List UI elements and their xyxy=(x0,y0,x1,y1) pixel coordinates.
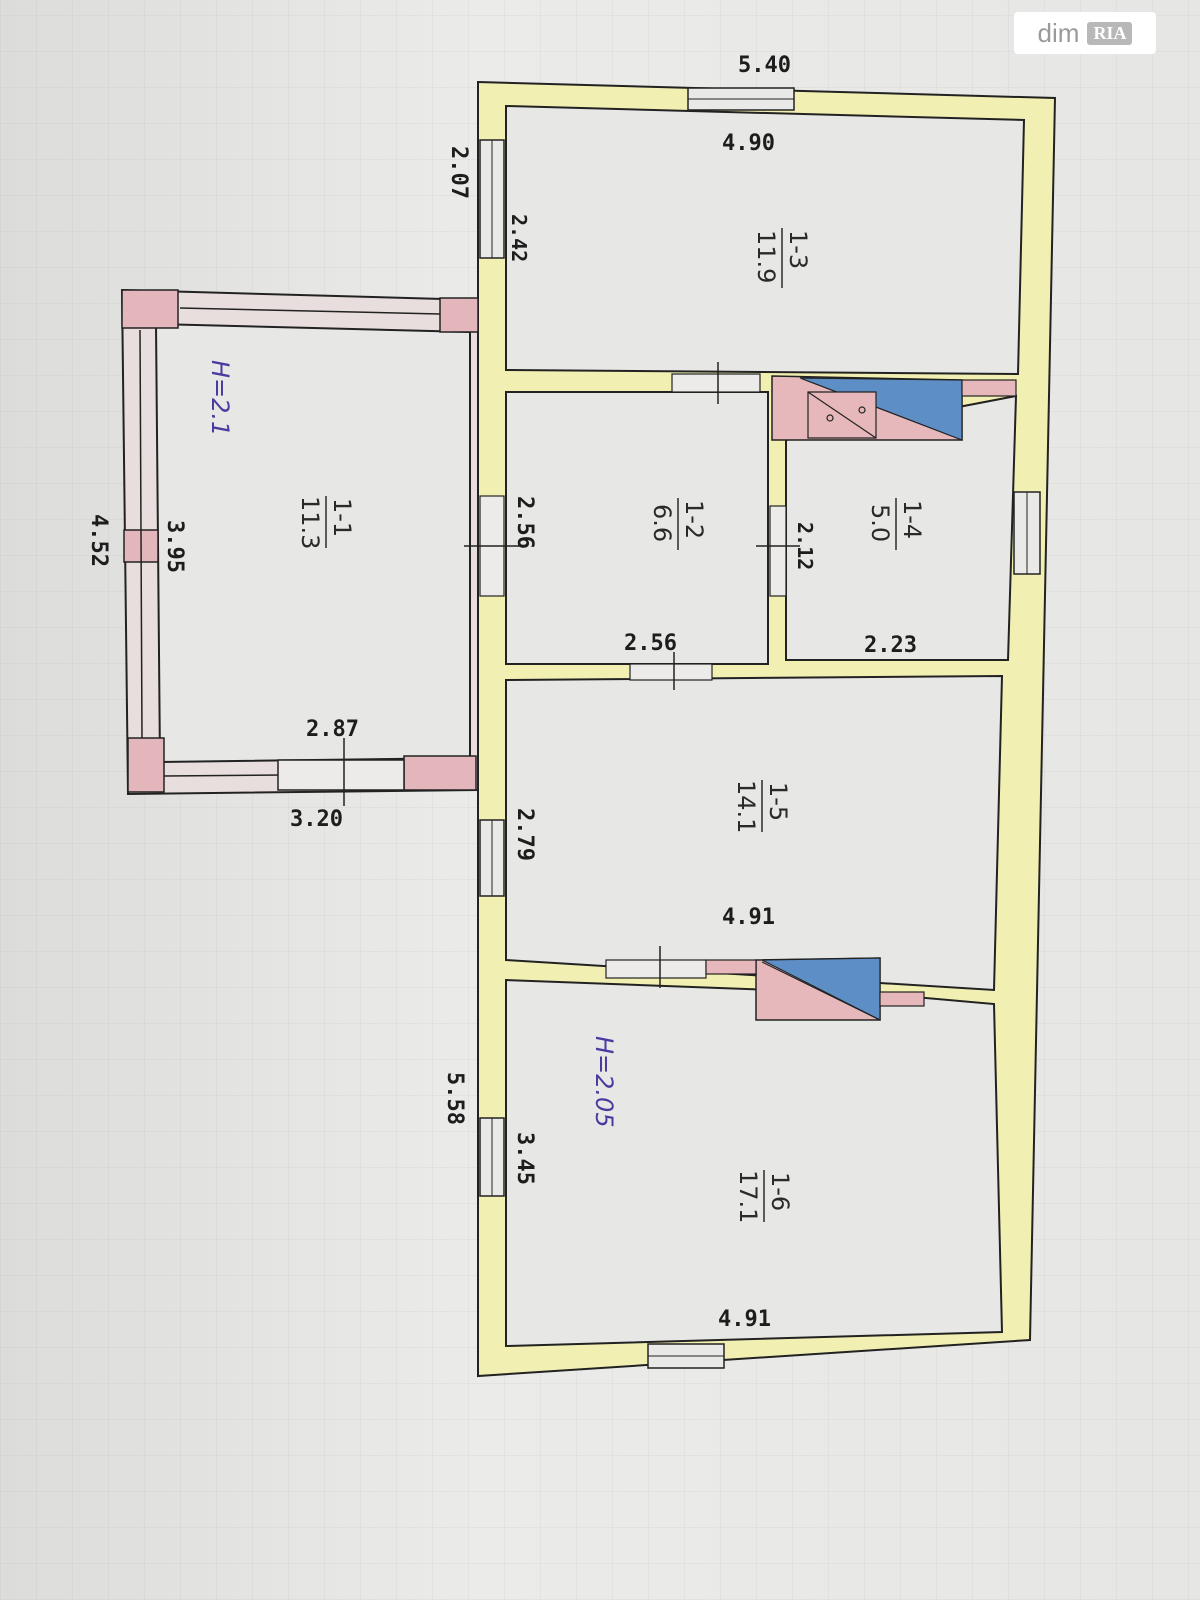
room-1-6-number: 1-6 xyxy=(766,1172,794,1211)
room-label-1-4: 1-4 5.0 xyxy=(866,498,926,550)
height-house: H=2.05 xyxy=(590,1036,618,1128)
dim-room6-bottom: 4.91 xyxy=(718,1307,771,1332)
room-1-1-area: 11.3 xyxy=(296,496,324,549)
room-1-5-number: 1-5 xyxy=(764,782,792,821)
dim-top-outer: 5.40 xyxy=(738,53,791,78)
stove-bottom-blue xyxy=(761,957,881,1021)
room-label-1-2: 1-2 6.6 xyxy=(648,498,708,550)
height-veranda: H=2.1 xyxy=(206,360,234,436)
veranda-glazing-left xyxy=(139,329,143,739)
dim-room4-side: 2.12 xyxy=(793,522,817,570)
stove-top-burner-2 xyxy=(826,414,834,422)
room-1-4-number: 1-4 xyxy=(898,500,926,539)
veranda-post-bottom-left xyxy=(127,737,165,793)
stove-top-chimney xyxy=(961,379,1017,397)
veranda-post-top-right xyxy=(439,297,479,333)
watermark-badge: RIA xyxy=(1087,21,1133,45)
dim-room2-bottom: 2.56 xyxy=(624,631,677,656)
stove-bottom xyxy=(705,957,925,1021)
door-1-5-to-1-6 xyxy=(605,959,707,979)
room-1-3-number: 1-3 xyxy=(784,230,812,269)
door-1-2-to-1-3 xyxy=(671,373,761,393)
room-label-1-5: 1-5 14.1 xyxy=(732,780,792,833)
doors xyxy=(343,362,800,988)
room-1-3-area: 11.9 xyxy=(752,230,780,283)
stove-bottom-flue-right xyxy=(879,991,925,1007)
room-1-2-area: 6.6 xyxy=(648,504,676,542)
room-1-5-floor xyxy=(505,674,1004,992)
dim-veranda-outer: 4.52 xyxy=(86,514,111,567)
room-1-6-area: 17.1 xyxy=(734,1170,762,1223)
dim-room5-side: 2.79 xyxy=(512,808,537,861)
room-1-6-floor xyxy=(505,978,1004,1348)
veranda-post-top-left xyxy=(121,289,179,329)
dimria-watermark: dim RIA xyxy=(1014,12,1156,54)
room-label-1-1: 1-1 11.3 xyxy=(296,496,356,549)
dim-room3-top: 4.90 xyxy=(722,131,775,156)
veranda-post-bottom-right xyxy=(403,755,477,791)
room-label-1-3: 1-3 11.9 xyxy=(752,228,812,288)
dimension-labels: 5.40 4.90 2.07 2.42 4.52 3.95 2.87 3.20 … xyxy=(86,53,917,1332)
room-1-5-area: 14.1 xyxy=(732,780,760,833)
dim-room6-side: 3.45 xyxy=(512,1132,537,1185)
door-1-2-to-1-5 xyxy=(629,663,713,681)
veranda-door xyxy=(277,759,405,791)
room-1-1-number: 1-1 xyxy=(328,498,356,537)
dim-veranda-bottom-outer: 3.20 xyxy=(290,807,343,832)
room-1-2-floor xyxy=(505,391,769,665)
dim-room3-side: 2.42 xyxy=(507,214,531,262)
dim-left-small: 2.07 xyxy=(446,146,471,199)
windows xyxy=(479,87,1041,1369)
watermark-text: dim xyxy=(1037,17,1080,48)
stove-bottom-diagonal xyxy=(761,961,881,1021)
room-1-3-floor xyxy=(505,104,1026,376)
dim-veranda-bottom-inner: 2.87 xyxy=(306,717,359,742)
dim-bottom-outer: 5.58 xyxy=(442,1072,467,1125)
veranda xyxy=(120,288,479,796)
room-1-4-area: 5.0 xyxy=(866,504,894,542)
dim-room2-side: 2.56 xyxy=(512,496,537,549)
stove-top-diagonal xyxy=(807,391,877,439)
room-1-2-number: 1-2 xyxy=(680,500,708,539)
dim-room4-bottom: 2.23 xyxy=(864,633,917,658)
stove-top xyxy=(771,375,1017,441)
dim-room5-bottom: 4.91 xyxy=(722,905,775,930)
room-label-1-6: 1-6 17.1 xyxy=(734,1170,794,1223)
dim-veranda-inner: 3.95 xyxy=(162,520,187,573)
stove-bottom-flue-left xyxy=(705,959,757,975)
veranda-glazing-top xyxy=(179,307,441,315)
door-1-2-to-1-4 xyxy=(769,505,787,597)
room-labels: 1-3 11.9 1-2 6.6 1-4 5.0 1-1 11.3 1-5 14… xyxy=(296,228,926,1223)
stove-top-burner-1 xyxy=(858,406,866,414)
